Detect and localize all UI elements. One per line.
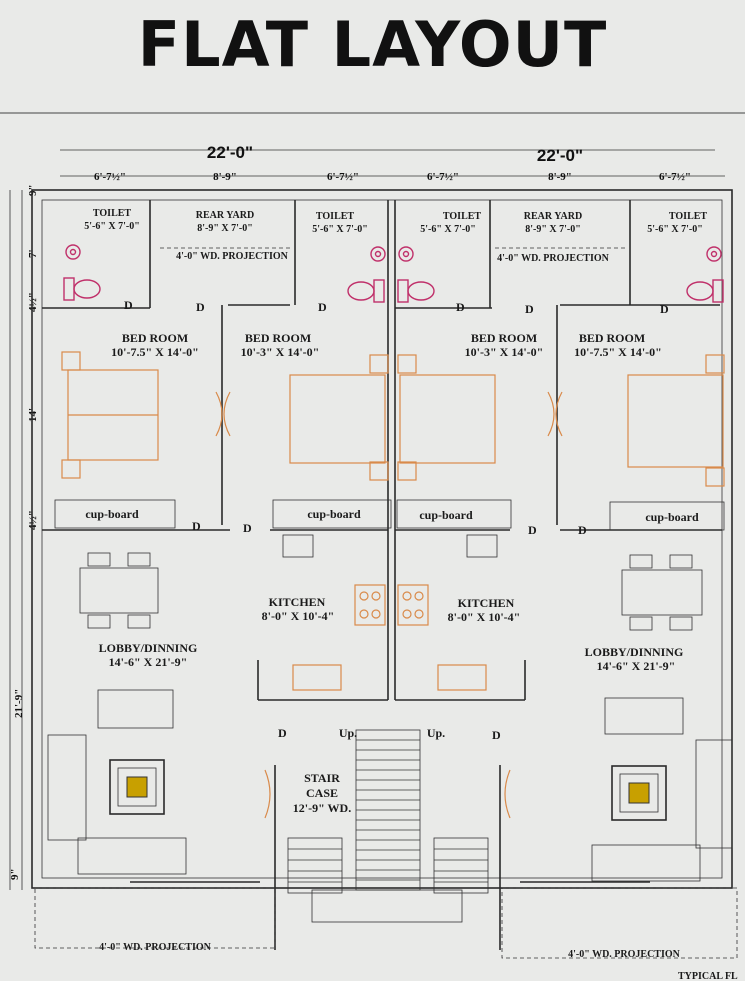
door-label: D bbox=[196, 300, 205, 314]
rear-yard-2-size: 8'-9" X 7'-0" bbox=[525, 224, 581, 235]
up-label-1: Up. bbox=[339, 726, 357, 740]
dim-left-5: 4½" bbox=[27, 510, 39, 530]
bed-3-size: 10'-3" X 14'-0" bbox=[465, 345, 544, 359]
wd-projection-top-1: 4'-0" WD. PROJECTION bbox=[176, 251, 289, 262]
toilet-1-size: 5'-6" X 7'-0" bbox=[84, 221, 140, 232]
dim-left-2: 7' bbox=[27, 249, 39, 258]
dim-total-left: 22'-0" bbox=[207, 143, 253, 162]
rear-yard-1-name: REAR YARD bbox=[196, 210, 254, 221]
kitchen-1-name: KITCHEN bbox=[269, 595, 326, 609]
wd-projection-top-2: 4'-0" WD. PROJECTION bbox=[497, 253, 610, 264]
toilet-3-name: TOILET bbox=[443, 211, 481, 222]
dim-seg-1: 6'-7½" bbox=[94, 171, 126, 183]
bed-4-name: BED ROOM bbox=[579, 331, 645, 345]
bed-3-name: BED ROOM bbox=[471, 331, 537, 345]
bed-2-size: 10'-3" X 14'-0" bbox=[241, 345, 320, 359]
living-furniture bbox=[47, 552, 733, 882]
door-label: D bbox=[456, 300, 465, 314]
door-label: D bbox=[578, 523, 587, 537]
stair-line-1: STAIR bbox=[304, 771, 340, 785]
kitchen-2-size: 8'-0" X 10'-4" bbox=[448, 610, 521, 624]
kitchen-fixtures bbox=[282, 534, 498, 691]
lobby-1-name: LOBBY/DINNING bbox=[99, 641, 198, 655]
dim-total-right: 22'-0" bbox=[537, 146, 583, 165]
door-label: D bbox=[243, 521, 252, 535]
dim-seg-5: 8'-9" bbox=[548, 171, 572, 183]
up-label-2: Up. bbox=[427, 726, 445, 740]
left-dimensions: 9" 7' 4½" 14' 4½" 21'-9" 9" bbox=[9, 184, 39, 890]
staircase bbox=[287, 729, 489, 923]
cupboard-1-label: cup-board bbox=[85, 507, 139, 521]
rear-yard-1-size: 8'-9" X 7'-0" bbox=[197, 223, 253, 234]
toilet-2-name: TOILET bbox=[316, 211, 354, 222]
cupboard-2-label: cup-board bbox=[307, 507, 361, 521]
door-label: D bbox=[278, 726, 287, 740]
stair-line-3: 12'-9" WD. bbox=[293, 801, 351, 815]
dim-left-4: 14' bbox=[27, 408, 39, 422]
door-label: D bbox=[528, 523, 537, 537]
bed-furniture bbox=[61, 351, 725, 487]
cupboard-4-label: cup-board bbox=[645, 510, 699, 524]
toilet-4-name: TOILET bbox=[669, 211, 707, 222]
dim-left-7: 9" bbox=[9, 868, 21, 880]
page-title: FLAT LAYOUT bbox=[137, 8, 608, 81]
kitchen-1-size: 8'-0" X 10'-4" bbox=[262, 609, 335, 623]
door-label: D bbox=[492, 728, 501, 742]
dim-seg-3: 6'-7½" bbox=[327, 171, 359, 183]
dim-seg-4: 6'-7½" bbox=[427, 171, 459, 183]
lobby-1-size: 14'-6" X 21'-9" bbox=[109, 655, 188, 669]
toilet-3-size: 5'-6" X 7'-0" bbox=[420, 224, 476, 235]
toilet-1-name: TOILET bbox=[93, 208, 131, 219]
walls bbox=[31, 189, 738, 959]
toilet-fixtures bbox=[63, 244, 724, 303]
toilet-4-size: 5'-6" X 7'-0" bbox=[647, 224, 703, 235]
wd-projection-bottom-1: 4'-0" WD. PROJECTION bbox=[99, 942, 212, 953]
door-label: D bbox=[192, 519, 201, 533]
dim-seg-6: 6'-7½" bbox=[659, 171, 691, 183]
corner-note: TYPICAL FL bbox=[678, 971, 738, 981]
dim-left-3: 4½" bbox=[27, 292, 39, 312]
door-label: D bbox=[318, 300, 327, 314]
dim-left-6: 21'-9" bbox=[13, 689, 25, 718]
room-labels: TOILET 5'-6" X 7'-0" REAR YARD 8'-9" X 7… bbox=[84, 208, 738, 981]
door-label: D bbox=[660, 302, 669, 316]
cupboards bbox=[54, 499, 725, 531]
bed-1-name: BED ROOM bbox=[122, 331, 188, 345]
bed-2-name: BED ROOM bbox=[245, 331, 311, 345]
cupboard-3-label: cup-board bbox=[419, 508, 473, 522]
kitchen-2-name: KITCHEN bbox=[458, 596, 515, 610]
bed-1-size: 10'-7.5" X 14'-0" bbox=[111, 345, 199, 359]
wd-projection-bottom-2: 4'-0" WD. PROJECTION bbox=[568, 949, 681, 960]
top-dimensions: 22'-0" 22'-0" 6'-7½" 8'-9" 6'-7½" 6'-7½"… bbox=[60, 143, 725, 183]
toilet-2-size: 5'-6" X 7'-0" bbox=[312, 224, 368, 235]
dim-seg-2: 8'-9" bbox=[213, 171, 237, 183]
lobby-2-name: LOBBY/DINNING bbox=[585, 645, 684, 659]
lobby-2-size: 14'-6" X 21'-9" bbox=[597, 659, 676, 673]
door-label: D bbox=[124, 298, 133, 312]
door-label: D bbox=[525, 302, 534, 316]
rear-yard-2-name: REAR YARD bbox=[524, 211, 582, 222]
stair-line-2: CASE bbox=[306, 786, 338, 800]
bed-4-size: 10'-7.5" X 14'-0" bbox=[574, 345, 662, 359]
